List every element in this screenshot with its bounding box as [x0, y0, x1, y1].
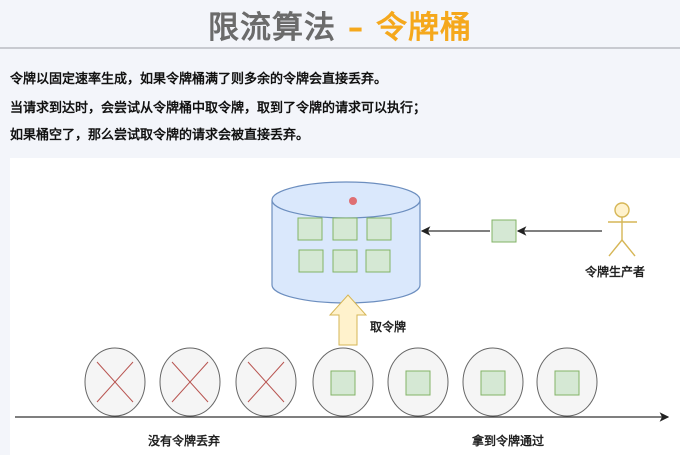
divider — [0, 47, 680, 49]
passed-label: 拿到令牌通过 — [472, 434, 545, 448]
reject-cross-icon — [247, 361, 285, 403]
token — [405, 370, 431, 396]
take-token-arrow — [328, 294, 368, 346]
desc-line-3: 如果桶空了，那么尝试取令牌的请求会被直接丢弃。 — [10, 128, 310, 143]
desc-line-1: 令牌以固定速率生成，如果令牌桶满了则多余的令牌会直接丢弃。 — [10, 72, 388, 87]
token — [332, 249, 358, 273]
take-token-label: 取令牌 — [370, 320, 407, 334]
producer-label: 令牌生产者 — [585, 265, 646, 279]
bucket — [271, 181, 421, 304]
token — [298, 249, 324, 273]
desc-line-2: 当请求到达时，会尝试从令牌桶中取令牌，取到了令牌的请求可以执行； — [10, 101, 427, 116]
reject-cross-icon — [171, 361, 209, 403]
page-title: 限流算法 – 令牌桶 — [207, 10, 473, 46]
rejected-label: 没有令牌丢弃 — [148, 434, 221, 448]
token — [366, 217, 392, 241]
token — [554, 370, 580, 396]
producer-icon — [608, 202, 637, 257]
token-in-transit — [491, 219, 517, 243]
token — [332, 217, 358, 241]
token — [365, 249, 391, 273]
token — [480, 370, 506, 396]
token — [297, 217, 323, 241]
reject-cross-icon — [96, 361, 134, 403]
token — [330, 370, 356, 396]
cursor-dot — [349, 197, 357, 205]
